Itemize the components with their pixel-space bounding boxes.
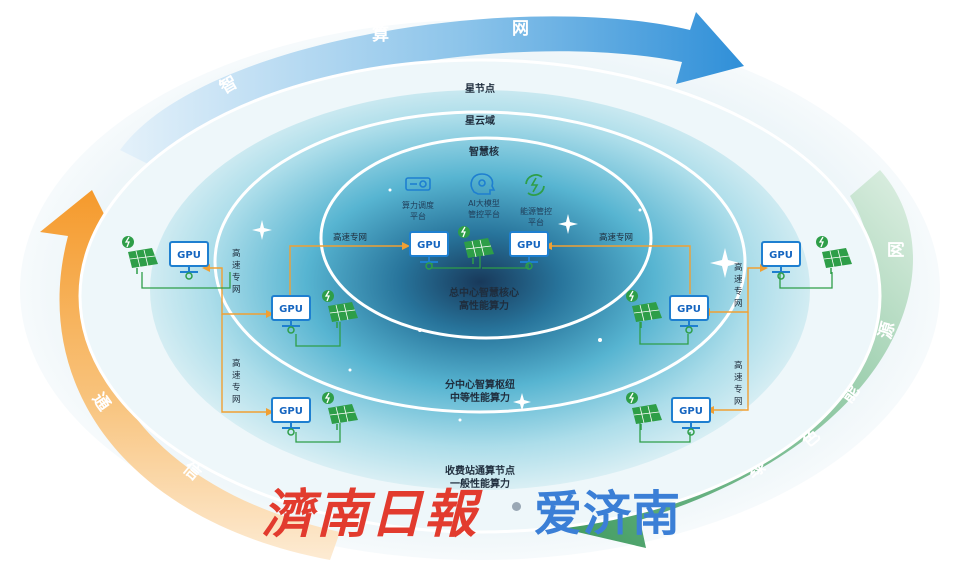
sub-power-label: 中等性能算力	[450, 391, 510, 404]
top-arrow-char: 网	[512, 19, 529, 39]
watermark-separator-dot	[512, 502, 521, 511]
platform-label: 能源管控	[520, 206, 552, 216]
ai-brain-icon	[470, 173, 496, 195]
platform-label: 管控平台	[468, 209, 500, 219]
main-center-label: 总中心智慧核心	[449, 286, 519, 299]
vertical-link-char: 高	[232, 248, 241, 259]
link-label: 高速专网	[599, 232, 633, 243]
edge-power-label: 一般性能算力	[450, 477, 510, 490]
gpu-label: GPU	[177, 250, 201, 261]
vertical-link-char: 高	[734, 360, 743, 371]
ring-title-wisdom-core: 智慧核	[469, 145, 499, 158]
gpu-label: GPU	[417, 240, 441, 251]
gpu-label: GPU	[279, 406, 303, 417]
solar-panel-icon	[458, 226, 494, 264]
gpu-label: GPU	[679, 406, 703, 417]
solar-panel-icon	[122, 236, 158, 274]
vertical-link-char: 专	[232, 272, 241, 283]
solar-panel-icon	[626, 290, 662, 328]
platform-label: AI大模型	[468, 198, 500, 208]
vertical-link-char: 高	[232, 358, 241, 369]
sparkles	[252, 188, 740, 422]
platform-label: 算力调度	[402, 200, 434, 210]
top-arrow-char: 算	[371, 24, 389, 45]
right-arrow-char: 网	[887, 241, 907, 258]
ring-title-star-node: 星节点	[465, 82, 495, 95]
vertical-link-char: 网	[232, 285, 241, 295]
platform-label: 平台	[528, 217, 544, 227]
vertical-link-char: 高	[734, 262, 743, 273]
right-arrow-char: 源	[875, 319, 900, 341]
gpu-server-icon: GPU	[271, 397, 311, 436]
gpu-server-icon: GPU	[509, 231, 549, 270]
gpu-nodes: GPU GPU GPU GPU GPU GPU GPU GPU	[122, 226, 852, 436]
gpu-label: GPU	[677, 304, 701, 315]
ring-wisdom-core	[319, 136, 653, 340]
gpu-label: GPU	[517, 240, 541, 251]
gpu-server-icon: GPU	[271, 295, 311, 334]
vertical-link-char: 专	[734, 286, 743, 297]
ring-title-star-cloud: 星云域	[465, 114, 495, 127]
smart-compute-arrow	[120, 12, 744, 170]
gpu-server-icon: GPU	[669, 295, 709, 334]
vertical-link-char: 专	[734, 384, 743, 395]
vertical-link-char: 专	[232, 382, 241, 393]
jinan-daily-watermark: 濟南日報	[262, 484, 479, 545]
vertical-link-char: 速	[734, 275, 743, 285]
vertical-link-char: 速	[734, 373, 743, 383]
gpu-label: GPU	[279, 304, 303, 315]
ai-jinan-watermark: 爱济南	[534, 486, 682, 542]
power-lines	[141, 252, 833, 443]
main-power-label: 高性能算力	[459, 299, 509, 312]
gpu-server-icon: GPU	[671, 397, 711, 436]
sub-center-label: 分中心智算枢纽	[445, 378, 515, 391]
vertical-link-char: 速	[232, 371, 241, 381]
solar-panel-icon	[322, 392, 358, 430]
ring-galaxy-fill	[150, 90, 810, 490]
gpu-server-icon: GPU	[409, 231, 449, 270]
vertical-link-char: 网	[734, 397, 743, 407]
solar-panel-icon	[626, 392, 662, 430]
communication-arrow	[40, 190, 340, 560]
vertical-link-char: 网	[232, 395, 241, 405]
ring-star-cloud	[213, 110, 747, 414]
compute-dispatch-icon	[405, 177, 431, 191]
edge-node-label: 收费站通算节点	[445, 464, 515, 477]
gpu-server-icon: GPU	[169, 241, 209, 280]
solar-panel-icon	[322, 290, 358, 328]
gpu-server-icon: GPU	[761, 241, 801, 280]
vertical-link-char: 速	[232, 261, 241, 271]
gpu-label: GPU	[769, 250, 793, 261]
platform-label: 平台	[410, 211, 426, 221]
high-speed-network-lines	[210, 245, 760, 413]
link-label: 高速专网	[333, 232, 367, 243]
vertical-link-char: 网	[734, 299, 743, 309]
solar-panel-icon	[816, 236, 852, 274]
energy-cycle-icon	[525, 174, 545, 196]
